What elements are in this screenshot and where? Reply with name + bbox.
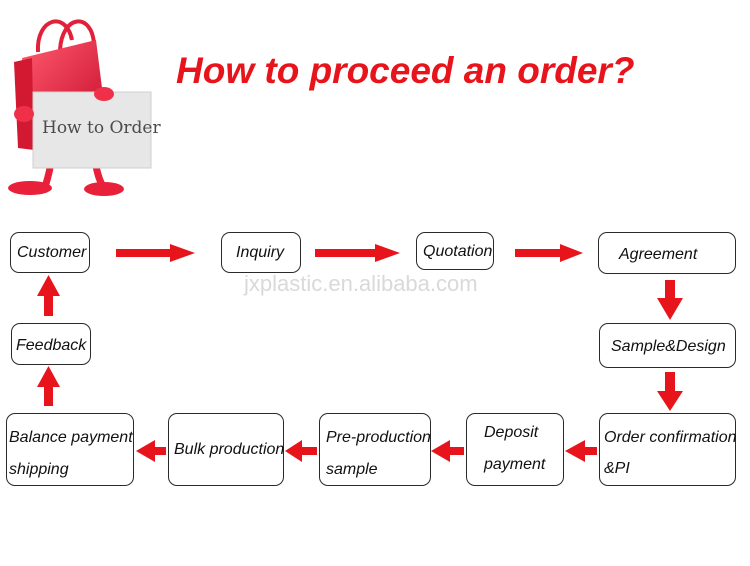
page-title: How to proceed an order? bbox=[176, 50, 635, 91]
arrow-bulk-to-balance bbox=[136, 440, 166, 462]
arrow-balance-to-feedback bbox=[37, 366, 60, 406]
step-sample-design: Sample&Design bbox=[599, 323, 736, 368]
step-pre-production-sample-line2: sample bbox=[326, 461, 378, 478]
arrow-inquiry-to-quotation bbox=[315, 244, 400, 262]
arrow-pre-production-to-bulk bbox=[285, 440, 317, 462]
step-customer: Customer bbox=[10, 232, 90, 273]
arrow-feedback-to-customer bbox=[37, 275, 60, 316]
step-feedback: Feedback bbox=[11, 323, 91, 365]
step-order-confirmation-line1: Order confirmation bbox=[604, 429, 737, 446]
step-inquiry: Inquiry bbox=[221, 232, 301, 273]
step-order-confirmation: Order confirmation &PI bbox=[599, 413, 737, 486]
step-balance-payment-shipping: Balance payment shipping bbox=[6, 413, 134, 486]
step-quotation: Quotation bbox=[416, 232, 494, 270]
step-deposit-payment-line2: payment bbox=[484, 456, 546, 473]
arrow-order-confirmation-to-deposit bbox=[565, 440, 597, 462]
step-order-confirmation-line2: &PI bbox=[604, 460, 630, 477]
step-bulk-production: Bulk production bbox=[168, 413, 284, 486]
step-bulk-production-label: Bulk production bbox=[174, 441, 285, 458]
step-inquiry-label: Inquiry bbox=[236, 244, 285, 261]
arrow-quotation-to-agreement bbox=[515, 244, 583, 262]
step-sample-design-label: Sample&Design bbox=[611, 338, 726, 355]
step-feedback-label: Feedback bbox=[16, 337, 87, 354]
step-balance-payment-shipping-line1: Balance payment bbox=[9, 429, 133, 446]
shopping-bag-mascot bbox=[0, 0, 180, 200]
step-pre-production-sample: Pre-production sample bbox=[319, 413, 431, 486]
watermark: jxplastic.en.alibaba.com bbox=[244, 271, 478, 296]
step-deposit-payment-line1: Deposit bbox=[484, 424, 539, 441]
arrow-agreement-to-sample bbox=[657, 280, 683, 320]
arrow-customer-to-inquiry bbox=[116, 244, 195, 262]
step-agreement: Agreement bbox=[598, 232, 736, 274]
step-pre-production-sample-line1: Pre-production bbox=[326, 429, 431, 446]
step-balance-payment-shipping-line2: shipping bbox=[9, 461, 69, 478]
step-quotation-label: Quotation bbox=[423, 243, 493, 260]
step-agreement-label: Agreement bbox=[619, 246, 698, 263]
step-customer-label: Customer bbox=[17, 244, 87, 261]
step-deposit-payment: Deposit payment bbox=[466, 413, 564, 486]
arrow-deposit-to-pre-production bbox=[431, 440, 464, 462]
sign-text: How to Order bbox=[42, 118, 161, 138]
arrow-sample-to-order-confirmation bbox=[657, 372, 683, 411]
